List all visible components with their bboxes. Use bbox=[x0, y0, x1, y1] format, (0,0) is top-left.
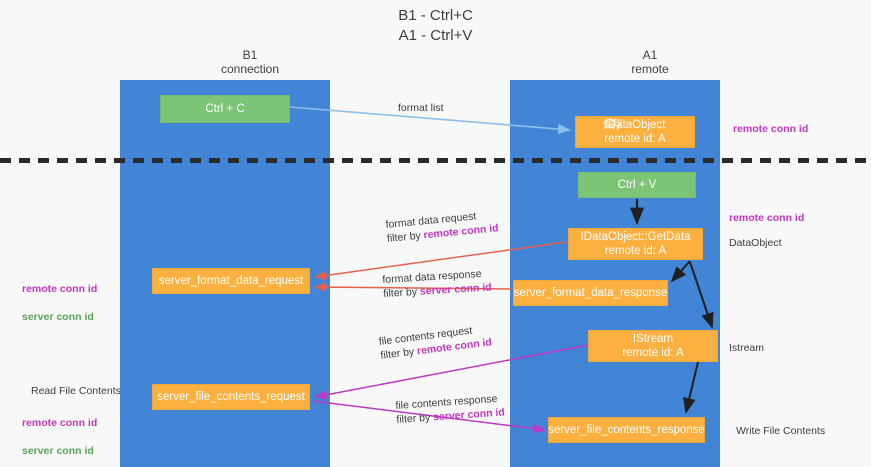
edge-label-file-contents-response: file contents response filter by server … bbox=[395, 391, 505, 427]
node-server-file-contents-request-label: server_file_contents_request bbox=[157, 391, 305, 403]
node-server-file-contents-request[interactable]: server_file_contents_request bbox=[152, 384, 310, 410]
filter-by-prefix: filter by bbox=[396, 411, 434, 426]
node-store-idataobject-line2: remote id: A bbox=[604, 133, 666, 145]
page-title: B1 - Ctrl+C A1 - Ctrl+V bbox=[398, 7, 473, 44]
node-istream-line1: IStream bbox=[632, 333, 674, 345]
filter-by-highlight: server conn id bbox=[432, 406, 506, 424]
node-istream-line2: remote id: A bbox=[622, 347, 684, 359]
annotation-right-write-file-contents: Write File Contents bbox=[736, 425, 826, 437]
node-server-format-data-response-label: server_format_data_response bbox=[513, 287, 668, 299]
node-idataobject-getdata-line1: IDataObject::GetData bbox=[580, 231, 691, 243]
edge-label-format-data-request: format data request filter by remote con… bbox=[385, 207, 499, 246]
edge-label-file-contents-request: file contents request filter by remote c… bbox=[378, 321, 493, 362]
edge-label-format-list: format list bbox=[398, 101, 444, 115]
node-server-format-data-request-label: server_format_data_request bbox=[158, 275, 304, 287]
annotation-right-remote-conn-id-mid: remote conn id bbox=[729, 212, 805, 224]
filter-by-prefix: filter by bbox=[386, 229, 425, 245]
annotation-left-server-conn-id: server conn id bbox=[22, 311, 94, 323]
annotation-left-conn-ids-2: remote conn id server conn id bbox=[22, 402, 97, 467]
node-ctrl-c[interactable]: Ctrl + C bbox=[160, 95, 290, 123]
node-server-format-data-response[interactable]: server_format_data_response bbox=[513, 280, 668, 306]
column-header-a1: A1 remote bbox=[631, 48, 669, 76]
filter-by-prefix: filter by bbox=[382, 285, 421, 300]
node-ctrl-v-label: Ctrl + V bbox=[617, 179, 657, 191]
node-store-idataobject-line1-text: IDataObject bbox=[604, 119, 666, 131]
node-istream[interactable]: IStream remote id: A bbox=[588, 330, 718, 362]
annotation-right-istream: Istream bbox=[729, 342, 765, 354]
node-idataobject-getdata[interactable]: IDataObject::GetData remote id: A bbox=[568, 228, 703, 260]
phase-divider bbox=[0, 158, 871, 163]
annotation-left-remote-conn-id-2: remote conn id bbox=[22, 417, 98, 429]
node-server-file-contents-response[interactable]: server_file_contents_response bbox=[548, 417, 705, 443]
node-store-idataobject-line1: 保存 IDataObject bbox=[602, 118, 666, 132]
node-ctrl-c-label: Ctrl + C bbox=[205, 103, 245, 115]
annotation-left-remote-conn-id: remote conn id bbox=[22, 283, 98, 295]
node-idataobject-getdata-line2: remote id: A bbox=[604, 245, 667, 257]
node-ctrl-v[interactable]: Ctrl + V bbox=[578, 172, 696, 198]
column-header-b1: B1 connection bbox=[220, 48, 280, 76]
annotation-left-server-conn-id-2: server conn id bbox=[22, 445, 94, 457]
annotation-left-conn-ids: remote conn id server conn id bbox=[22, 268, 97, 338]
node-store-idataobject-overlap-glyphs: 保存 bbox=[602, 119, 623, 131]
node-store-idataobject[interactable]: 保存 IDataObject remote id: A bbox=[575, 116, 695, 148]
filter-by-highlight: server conn id bbox=[419, 281, 492, 298]
annotation-right-remote-conn-id-top: remote conn id bbox=[733, 123, 809, 135]
filter-by-prefix: filter by bbox=[379, 345, 418, 362]
annotation-right-dataobject: DataObject bbox=[729, 237, 782, 249]
annotation-left-read-file-contents: Read File Contents bbox=[31, 385, 121, 397]
edge-label-format-list-text: format list bbox=[398, 102, 444, 114]
node-server-file-contents-response-label: server_file_contents_response bbox=[548, 424, 705, 436]
edge-label-format-data-response: format data response filter by server co… bbox=[382, 266, 492, 301]
node-server-format-data-request[interactable]: server_format_data_request bbox=[152, 268, 310, 294]
